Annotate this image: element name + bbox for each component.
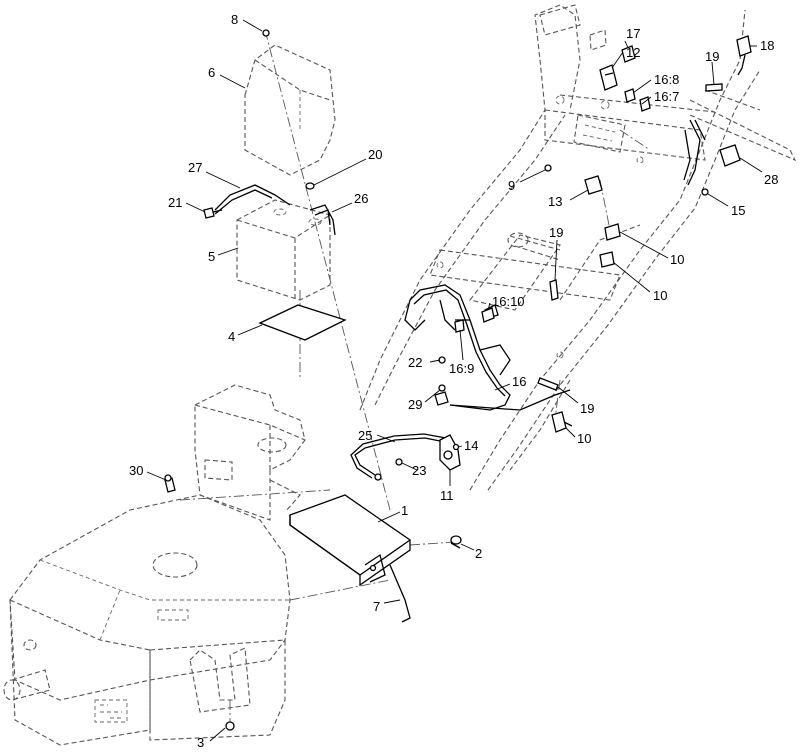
fastener-part-15 [701,188,709,196]
nut-part-8 [262,29,270,37]
hold-down-rod [389,564,411,623]
callout-16-10: 16:10 [492,294,525,309]
nut-part-3 [225,721,235,731]
callout-26: 26 [354,191,368,206]
fastener-part-9 [544,164,552,172]
fastener-part-14 [452,443,460,451]
lever-part-18 [736,35,752,76]
callout-28: 28 [764,172,778,187]
cap-part-17 [621,45,636,63]
callout-10-a: 10 [670,252,684,267]
callout-7: 7 [373,599,380,614]
battery-cover [244,44,336,176]
callout-30: 30 [129,463,143,478]
callout-23: 23 [412,463,426,478]
callout-3: 3 [197,735,204,750]
control-lever [683,119,706,186]
nut-part-20 [305,182,315,190]
callout-1: 1 [401,503,408,518]
clip-part-10a [604,223,621,241]
clip-part-10b [599,251,615,268]
bushing-part-30 [164,474,176,493]
callout-19-c: 19 [580,401,594,416]
switch-part-11 [439,434,461,471]
callout-9: 9 [508,178,515,193]
callout-22: 22 [408,355,422,370]
battery-tray [289,494,412,587]
callout-25: 25 [358,428,372,443]
callout-20: 20 [368,147,382,162]
callout-13: 13 [548,194,562,209]
bolt-part-21 [203,207,223,219]
callout-5: 5 [208,249,215,264]
callout-10-c: 10 [577,431,591,446]
callout-16-7: 16:7 [654,89,679,104]
callout-27: 27 [188,160,202,175]
switch-part-12 [599,64,618,91]
fastener-part-29 [438,384,446,392]
callout-6: 6 [208,65,215,80]
machine-body-ghost [3,384,306,746]
callout-16: 16 [512,374,526,389]
knob-part-28 [719,144,741,167]
callout-29: 29 [408,397,422,412]
wire-harness [404,284,571,411]
callout-18: 18 [760,38,774,53]
switch-part-13 [584,175,603,195]
callout-labels: 1 2 3 4 5 6 7 8 9 10 10 10 11 12 13 14 1… [129,12,778,750]
connector-16-8 [624,88,636,103]
assembly-centerlines [179,29,651,728]
clip-part-10c [551,411,573,433]
callout-11: 11 [440,488,454,503]
spacer-part-19-top [705,83,723,92]
callout-16-8: 16:8 [654,72,679,87]
fastener-part-23 [395,458,403,466]
callout-10-b: 10 [653,288,667,303]
callout-12: 12 [626,45,640,60]
battery-cables [214,184,336,236]
callout-17: 17 [626,26,640,41]
leader-lines [146,19,763,742]
callout-21: 21 [168,195,182,210]
tie-part-19-low [537,377,559,391]
callout-14: 14 [464,438,478,453]
callout-4: 4 [228,329,235,344]
cable-part-25 [350,433,447,481]
connector-16-9 [454,319,465,333]
callout-19-b: 19 [549,225,563,240]
callout-16-9: 16:9 [449,361,474,376]
handle-frame-ghost [359,4,797,491]
bolt-part-2 [450,535,462,549]
callout-15: 15 [731,203,745,218]
callout-19-a: 19 [705,49,719,64]
battery-pad [258,304,347,341]
warning-decal-icon [94,699,128,723]
connector-16-7 [639,96,651,112]
callout-2: 2 [475,546,482,561]
tie-part-19-mid [549,279,559,301]
battery-icon [236,199,331,301]
connector-16-10 [481,307,495,323]
callout-8: 8 [231,12,238,27]
brand-decal-icon [573,114,626,153]
